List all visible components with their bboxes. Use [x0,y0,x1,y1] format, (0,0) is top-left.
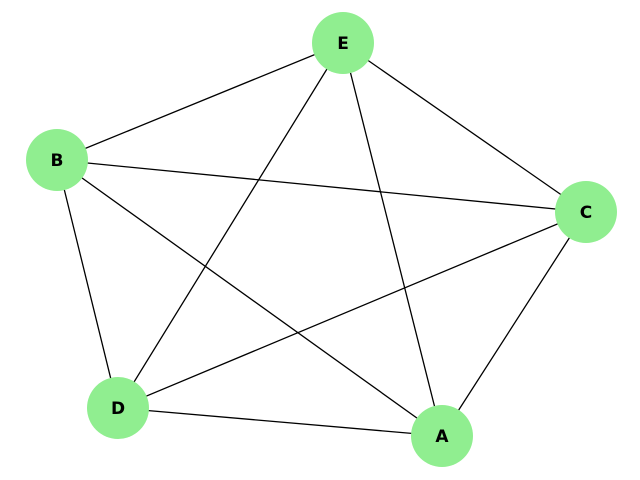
edge-A-E [342,42,443,437]
node-circle [87,377,149,439]
node-E[interactable]: E [312,12,374,74]
edge-A-D [117,407,443,437]
node-C[interactable]: C [555,181,617,243]
edge-C-D [117,211,587,409]
edge-B-E [56,42,344,161]
node-circle [312,12,374,74]
node-B[interactable]: B [26,129,88,191]
edge-A-C [441,211,587,437]
node-D[interactable]: D [87,377,149,439]
node-circle [555,181,617,243]
edge-D-E [117,42,344,409]
edge-B-D [56,159,119,409]
edge-A-B [56,159,443,437]
edge-B-C [56,159,587,213]
node-A[interactable]: A [411,405,473,467]
edge-C-E [342,42,587,213]
node-circle [26,129,88,191]
node-circle [411,405,473,467]
